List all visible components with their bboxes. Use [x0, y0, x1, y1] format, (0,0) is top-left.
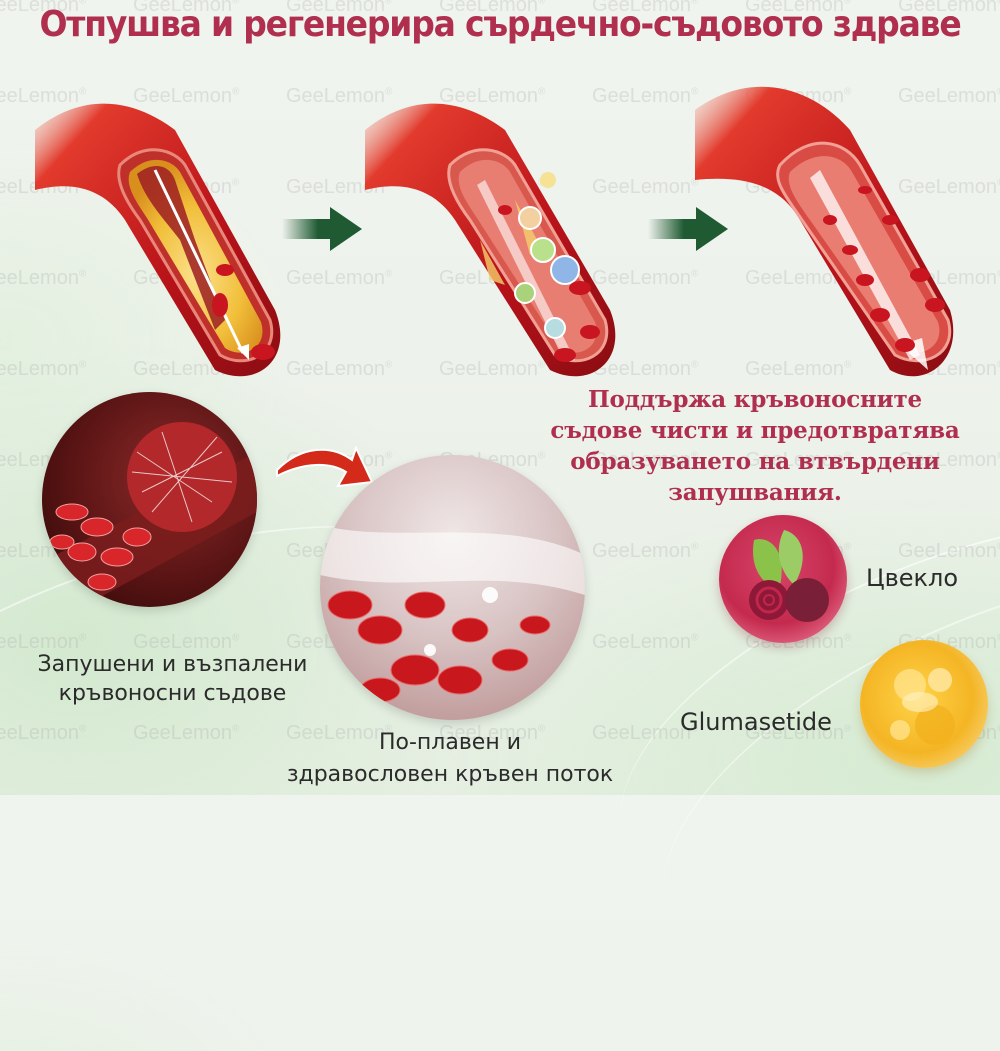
- watermark-text: GeeLemon®: [592, 631, 699, 653]
- flow-illustration: [320, 525, 585, 703]
- ingredient-label-glumasetide: Glumasetide: [680, 708, 832, 736]
- before-label-line: кръвоносни съдове: [58, 681, 287, 706]
- claim-line: Поддържа кръвоносните: [588, 386, 922, 413]
- watermark-text: GeeLemon®: [898, 540, 1000, 562]
- after-label-line: По-плавен и: [378, 730, 522, 755]
- oil-droplet-icon: [860, 640, 988, 768]
- progress-arrow-icon: [648, 207, 728, 251]
- claim-line: запушвания.: [668, 479, 842, 506]
- claim-text: Поддържа кръвоносните съдове чисти и пре…: [520, 384, 990, 508]
- oil-droplets-illustration: [890, 668, 955, 745]
- beetroot-illustration: [749, 530, 829, 622]
- clogged-artery-illustration: [35, 103, 281, 377]
- progress-arrow-icon: [282, 207, 362, 251]
- before-label: Запушени и възпалени кръвоносни съдове: [0, 650, 345, 708]
- before-label-line: Запушени и възпалени: [37, 652, 308, 677]
- cleansing-artery-illustration: [365, 103, 616, 377]
- healthy-blood-flow-image: [320, 455, 585, 720]
- after-label-line: здравословен кръвен поток: [286, 762, 614, 787]
- claim-line: образуването на втвърдени: [570, 448, 940, 475]
- clot-illustration: [42, 422, 257, 607]
- after-label: По-плавен и здравословен кръвен поток: [240, 727, 660, 791]
- claim-line: съдове чисти и предотвратява: [550, 417, 960, 444]
- ingredient-label-beetroot: Цвекло: [866, 564, 959, 592]
- page-title: Отпушва и регенерира сърдечно-съдовото з…: [39, 2, 961, 45]
- blood-clot-image: [42, 392, 257, 607]
- watermark-text: GeeLemon®: [0, 722, 87, 744]
- clean-artery-illustration: [695, 86, 954, 377]
- watermark-text: GeeLemon®: [133, 722, 240, 744]
- beetroot-icon: [719, 515, 847, 643]
- watermark-text: GeeLemon®: [592, 540, 699, 562]
